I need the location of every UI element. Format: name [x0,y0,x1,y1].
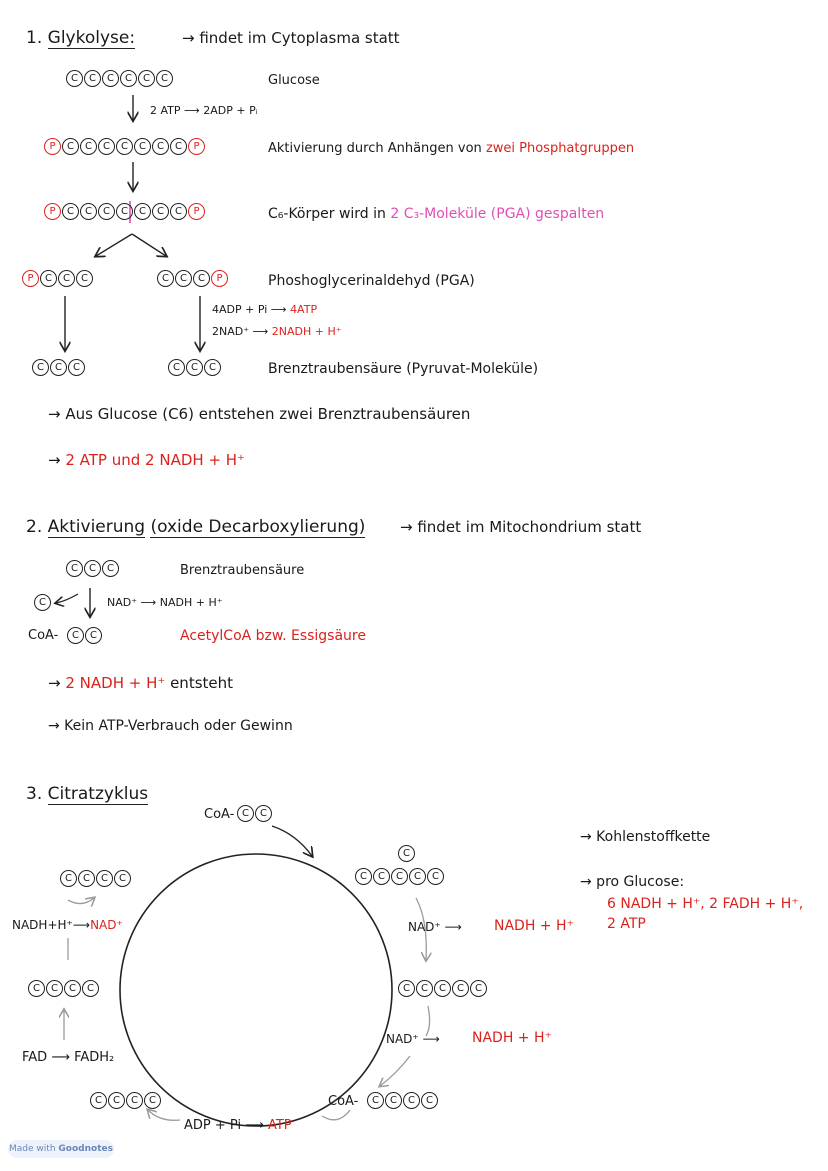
section3-number: 3. [26,784,43,804]
note-yield-line2: 2 ATP [607,916,646,932]
succinylcoa-chain [367,1092,439,1109]
pga-right-chain [157,270,229,287]
nad-right-1: NAD⁺ ⟶ [408,920,462,934]
activated-chain [44,138,206,155]
pga-label: Phoshoglycerinaldehyd (PGA) [268,273,475,289]
pyruvate-label: Brenztraubensäure (Pyruvat-Moleküle) [268,361,539,377]
fad-reaction: FAD ⟶ FADH₂ [22,1050,115,1065]
summary-line-2: → 2 ATP und 2 NADH + H⁺ [48,451,245,469]
section2-number: 2. [26,517,43,537]
nadh-left-reaction: NADH+H⁺⟶NAD⁺ [12,918,123,932]
note-kohlenstoffkette: → Kohlenstoffkette [580,829,711,845]
adp-reaction: ADP + Pi ⟶ ATP [184,1118,292,1133]
activation-label: Aktivierung durch Anhängen von zwei Phos… [268,141,635,156]
acetyl-top-chain [237,805,273,822]
section2-location: → findet im Mitochondrium statt [400,518,642,536]
coa-top-prefix: CoA- [204,807,235,822]
ketoglutarate-chain [398,980,488,997]
acetyl-label: AcetylCoA bzw. Essigsäure [180,628,366,644]
result-line-2: → Kein ATP-Verbrauch oder Gewinn [48,718,293,734]
citrate-chain [355,868,445,885]
note-yield-line1: 6 NADH + H⁺, 2 FADH + H⁺, [607,896,804,912]
section3-heading: 3. Citratzyklus [26,784,149,805]
pyruvate-right-chain [168,359,222,376]
split-pink: 2 C₃-Moleküle (PGA) gespalten [390,206,605,222]
section2-title-a: Aktivierung [47,517,146,538]
goodnotes-badge: Made with Goodnotes [8,1140,114,1158]
pyruvate-left-chain [32,359,86,376]
section1-location: → findet im Cytoplasma statt [182,29,400,47]
summary-line-1: → Aus Glucose (C6) entstehen zwei Brenzt… [48,405,471,423]
section2-heading: 2. Aktivierung (oxide Decarboxylierung) [26,517,366,538]
section1-heading: 1. Glykolyse: [26,28,136,49]
reaction-nadh: 2NAD⁺ ⟶ 2NADH + H⁺ [212,325,342,338]
glucose-label: Glucose [268,73,320,88]
nadh-right-1: NADH + H⁺ [494,918,574,934]
section2-title-b: (oxide Decarboxylierung) [150,517,366,538]
succinate-chain [90,1092,162,1109]
coa-prefix: CoA- [28,628,59,643]
nadh-right-2: NADH + H⁺ [472,1030,552,1046]
nad-reaction: NAD⁺ ⟶ NADH + H⁺ [107,596,223,609]
section3-title: Citratzyklus [47,784,149,805]
split-label: C₆-Körper wird in 2 C₃-Moleküle (PGA) ge… [268,206,605,222]
oxaloacetate-chain [60,870,132,887]
section1-number: 1. [26,28,43,48]
citrate-branch-carbon [398,845,416,862]
section1-title: Glykolyse: [47,28,136,49]
split-chain [44,203,206,220]
brenz-chain [66,560,120,577]
pga-left-chain [22,270,94,287]
reaction-atp: 4ADP + Pi ⟶ 4ATP [212,303,318,316]
brenz-label: Brenztraubensäure [180,563,305,578]
malate-chain [28,980,100,997]
result-line-1: → 2 NADH + H⁺ entsteht [48,674,234,692]
acetyl-chain [67,627,103,644]
note-pro-glucose: → pro Glucose: [580,874,685,890]
co2-carbon [34,594,52,611]
nad-right-2: NAD⁺ ⟶ [386,1032,440,1046]
activation-red: zwei Phosphatgruppen [485,141,635,156]
glucose-chain [66,70,174,87]
step1-reaction: 2 ATP ⟶ 2ADP + Pᵢ [150,104,258,117]
coa-bottom-prefix: CoA- [328,1094,359,1109]
